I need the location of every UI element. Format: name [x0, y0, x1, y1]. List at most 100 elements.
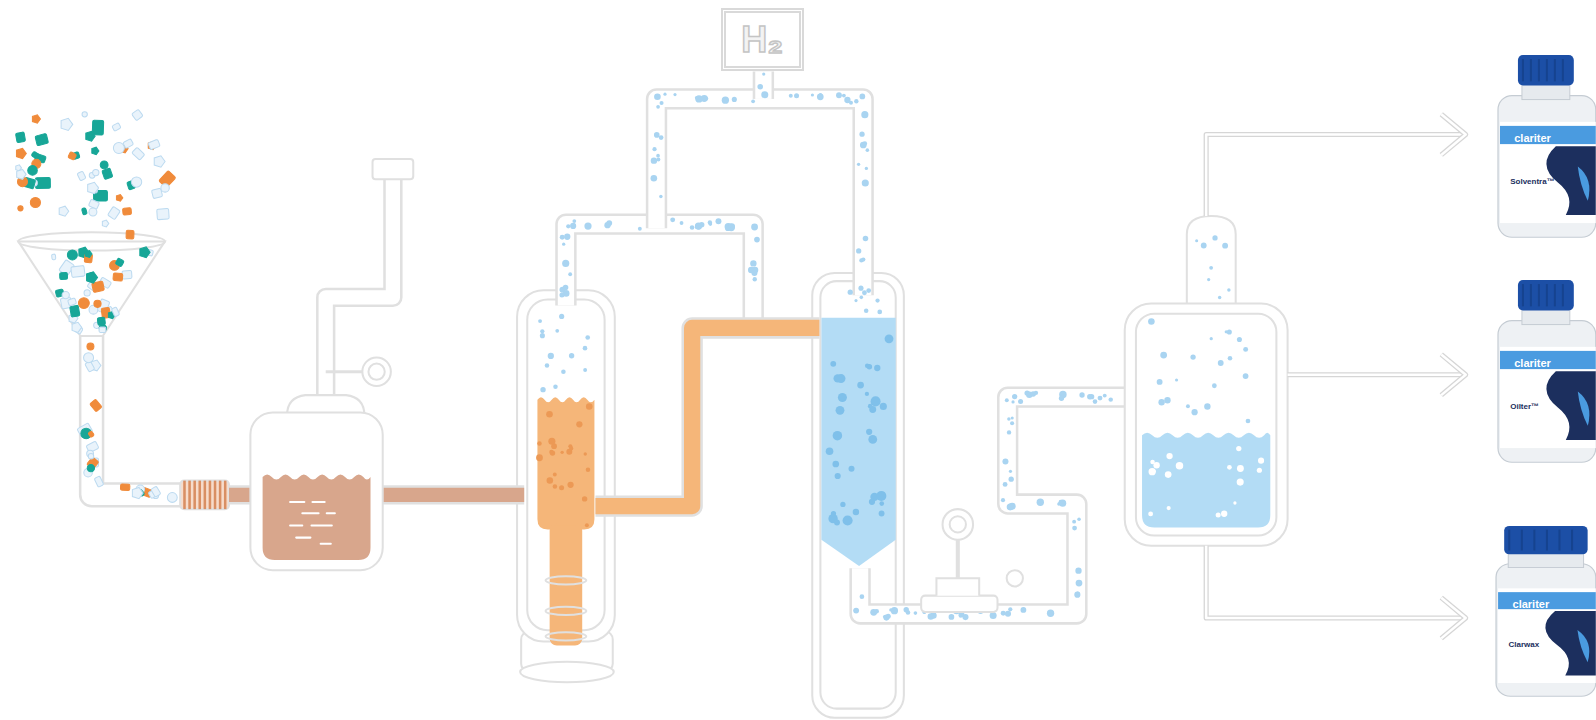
hydrogen-loop-bubble [865, 167, 868, 170]
bottle-label-drop [1578, 166, 1590, 200]
melt-dash [289, 524, 303, 526]
hydrogen-loop [657, 99, 864, 295]
plastic-flake [108, 206, 121, 219]
bottle-label [1500, 122, 1596, 223]
separator-vapour-bubble [1204, 403, 1210, 409]
separator-liquid-bubble [1258, 458, 1264, 464]
product-pipe-bubble [928, 613, 934, 619]
pump-gauge-face [950, 516, 966, 532]
hydro-vapour-bubble [848, 290, 853, 295]
product-pipe-bubble [1007, 417, 1011, 421]
reactor-bubble [567, 482, 573, 488]
bottle-cap-rib [1534, 530, 1536, 551]
plastic-flake [92, 120, 103, 135]
bottle-cap [1518, 280, 1574, 310]
hydrogen-loop-bubble [656, 105, 660, 109]
product-pipe-bubble [1076, 580, 1083, 587]
reactor-vapour-bubble [583, 346, 588, 351]
plastic-pellet [167, 493, 177, 503]
plastic-pellet [99, 324, 106, 331]
reactor-bubble [582, 496, 587, 501]
vapour-pipe-bubble [725, 226, 730, 231]
separator-vapour-bubble [1191, 409, 1197, 415]
product-pipe-outline [860, 397, 1132, 614]
plastic-flake [157, 209, 170, 220]
reactor-bubble [553, 473, 557, 477]
product-pipe-bubble [1009, 470, 1012, 473]
pump-top [936, 578, 979, 595]
melter-melt [263, 475, 371, 560]
bottle-cap-rib [1530, 284, 1532, 306]
bottle-body [1498, 320, 1596, 462]
hydro-bubble [836, 406, 845, 415]
plastic-flake [70, 305, 80, 317]
pump-stem [956, 540, 960, 579]
bottle-cap-rib [1546, 284, 1548, 306]
product-pipe-bubble [1011, 416, 1014, 419]
hydrogen-loop-bubble [863, 236, 869, 242]
plastic-pellet [161, 184, 169, 192]
plastic-flake [52, 254, 56, 260]
bottle-cap-rib [1538, 59, 1540, 81]
vapour-pipe-bubble [680, 221, 684, 225]
bottle-cap-rib [1546, 530, 1548, 551]
plastic-pellet [94, 300, 101, 307]
hydro-bubble [869, 499, 875, 505]
hydro-bubble [838, 393, 847, 402]
plastic-chip [72, 322, 82, 332]
column-two-shell [812, 273, 904, 718]
plastic-pellet [28, 166, 38, 176]
hydro-liquid [821, 318, 895, 566]
separator-vapour-bubble [1157, 379, 1163, 385]
separator-liquid-bubble [1233, 501, 1236, 504]
separator-liquid-bubble [1236, 446, 1241, 451]
extruder-coil [180, 481, 229, 510]
reactor-vapour-bubble [545, 363, 550, 368]
feed-pipe-outline [595, 328, 819, 506]
plastic-pellet [89, 208, 97, 216]
bottle-cap-rib [1508, 530, 1510, 551]
separator-vapour-bubble [1228, 356, 1233, 361]
separator-vapour-bubble [1186, 404, 1190, 408]
plastic-flake [82, 208, 88, 215]
plastic-pellet [82, 112, 87, 117]
hydro-bubble [830, 361, 836, 367]
plastic-flake [94, 476, 104, 487]
plastic-flake [112, 123, 121, 132]
bottle-cap [1504, 526, 1587, 554]
bottle-outline [1496, 278, 1596, 465]
vapour-pipe-bubble [564, 234, 570, 240]
product-pipe-bubble [1072, 526, 1077, 531]
product-pipe-bubble [1077, 517, 1081, 521]
plastic-pellet [84, 353, 94, 363]
plastic-chip [85, 250, 92, 257]
plastic-pellet [62, 291, 69, 298]
plastic-flake [68, 152, 77, 161]
bottle-cap [1518, 55, 1574, 85]
product-pipe-bubble [1005, 398, 1009, 402]
hydro-bubble [857, 382, 864, 389]
plastic-pellet [30, 197, 40, 207]
hydrogen-loop-bubble [659, 135, 664, 140]
product-pipe-bubble [1108, 397, 1112, 401]
bottle-label [1500, 347, 1596, 448]
pump-side-gauge [1007, 570, 1023, 586]
product-pipe-bubble [1093, 399, 1098, 404]
plastic-chip [140, 247, 150, 258]
product-pipe-bubble [1074, 592, 1080, 598]
plastic-flake [68, 298, 77, 306]
hydrogen-loop-bubble [654, 132, 660, 138]
product-pipe-bubble [1030, 391, 1036, 397]
feed-tube-outline [92, 336, 184, 495]
product-bottle: clariterSolventra™ [1496, 53, 1596, 240]
product-bottle: clariterClarwax [1494, 524, 1596, 699]
separator-liquid [1142, 433, 1270, 528]
product-pipe-bubble [889, 608, 892, 611]
product-pipe-bubble [1059, 396, 1064, 401]
reactor-bubble [550, 450, 555, 455]
bottle-cap-rib [1538, 284, 1540, 306]
outlet-arrow [1288, 373, 1466, 376]
bottle-cap-rib [1554, 59, 1556, 81]
